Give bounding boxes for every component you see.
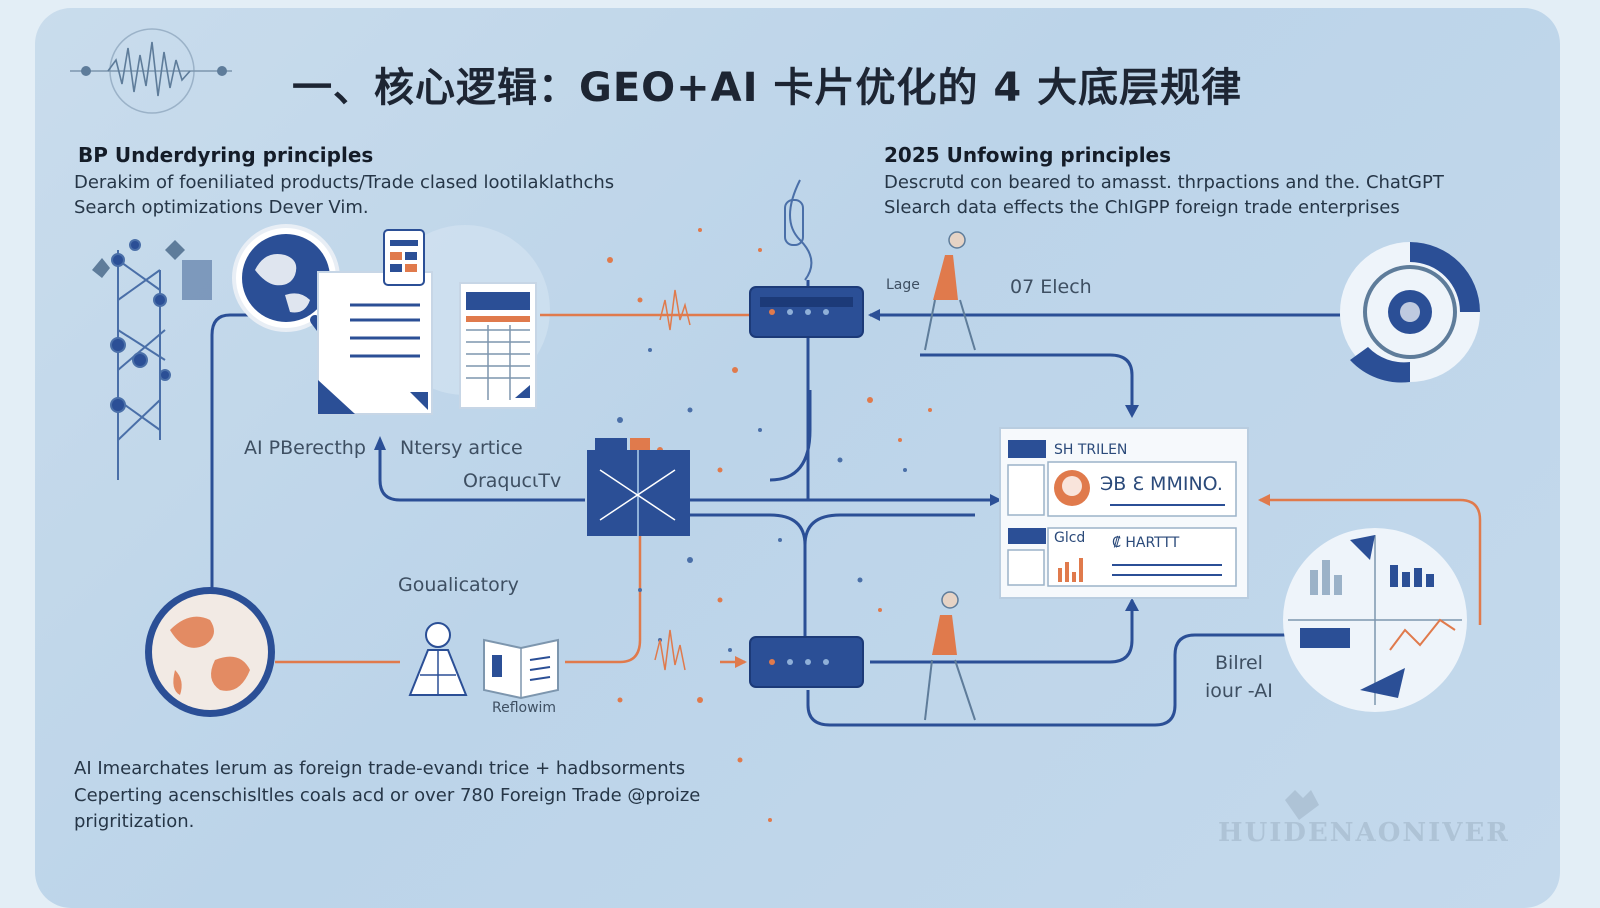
particle-cloud [607, 228, 932, 822]
right-line-1: Descrᴜtd ᴄon beared to amasst. thrpactio… [884, 172, 1444, 193]
central-hub-cube-icon [587, 438, 690, 536]
card-row1-text: ЭB Ɛ MMINO. [1100, 473, 1223, 495]
waveform-icon [70, 28, 232, 114]
arrowheads [374, 309, 1139, 611]
watermark-logo-icon [1285, 790, 1319, 820]
label-lage: Lage [886, 277, 920, 293]
card-row2-tag: Glcd [1054, 530, 1086, 546]
satellite-dish-icon [408, 622, 468, 696]
flow-lines [210, 280, 1340, 727]
gauge-globe-icon [1340, 242, 1480, 383]
bottom-line-2: Ceperting acenschisltles coals acd or ov… [74, 785, 701, 806]
open-book-icon [483, 638, 559, 700]
infographic-panel [35, 8, 1560, 908]
label-iour-ai: iour -AI [1205, 680, 1273, 702]
globe-search-icon [232, 224, 350, 365]
analytics-dashboard-icon [1283, 528, 1467, 712]
document-icon [317, 229, 433, 415]
label-ai-research: AI PBerecthp [244, 437, 366, 459]
page-title: 一、核心逻辑：GEO+AI 卡片优化的 4 大底层规律 [292, 65, 1243, 111]
label-oraqucity: OraqucιTv [463, 470, 562, 492]
bottom-server-icon [749, 636, 864, 688]
right-heading: 2025 Unfowing principles [884, 143, 1172, 167]
bottom-line-3: prigritization. [74, 811, 195, 832]
card-row2-text: ₡ HARTTT [1112, 535, 1180, 551]
spreadsheet-icon [459, 282, 537, 409]
orange-flow-lines [275, 313, 1482, 664]
card-row1-tag: SH TRILEN [1054, 442, 1128, 458]
person-top-icon [924, 231, 976, 351]
watermark-text: HUIDENAONIVER [1218, 818, 1510, 848]
label-reflowim: Reflowim [492, 700, 557, 716]
person-bottom-icon [924, 591, 976, 721]
info-card [999, 427, 1249, 599]
label-ntersy: Ntersy artice [400, 437, 523, 459]
world-map-icon [145, 587, 275, 717]
left-heading: BP Underdyring principles [78, 143, 374, 167]
label-bilrel: Bilrel [1215, 652, 1263, 674]
label-elech: 07 Elech [1010, 276, 1092, 298]
top-server-icon [749, 179, 864, 338]
bottom-line-1: AI Imearchates lerum as foreign trade-ev… [74, 758, 686, 779]
label-goualicatory: Goualicatory [398, 574, 519, 596]
right-line-2: Slearch data effects the ChIGPP foreign … [884, 197, 1400, 218]
left-line-2: Search optimizations Dever Vim. [74, 197, 369, 218]
molecule-tower-icon [92, 239, 212, 480]
left-line-1: Derakim of foeniliated products/Trade cl… [74, 172, 615, 193]
